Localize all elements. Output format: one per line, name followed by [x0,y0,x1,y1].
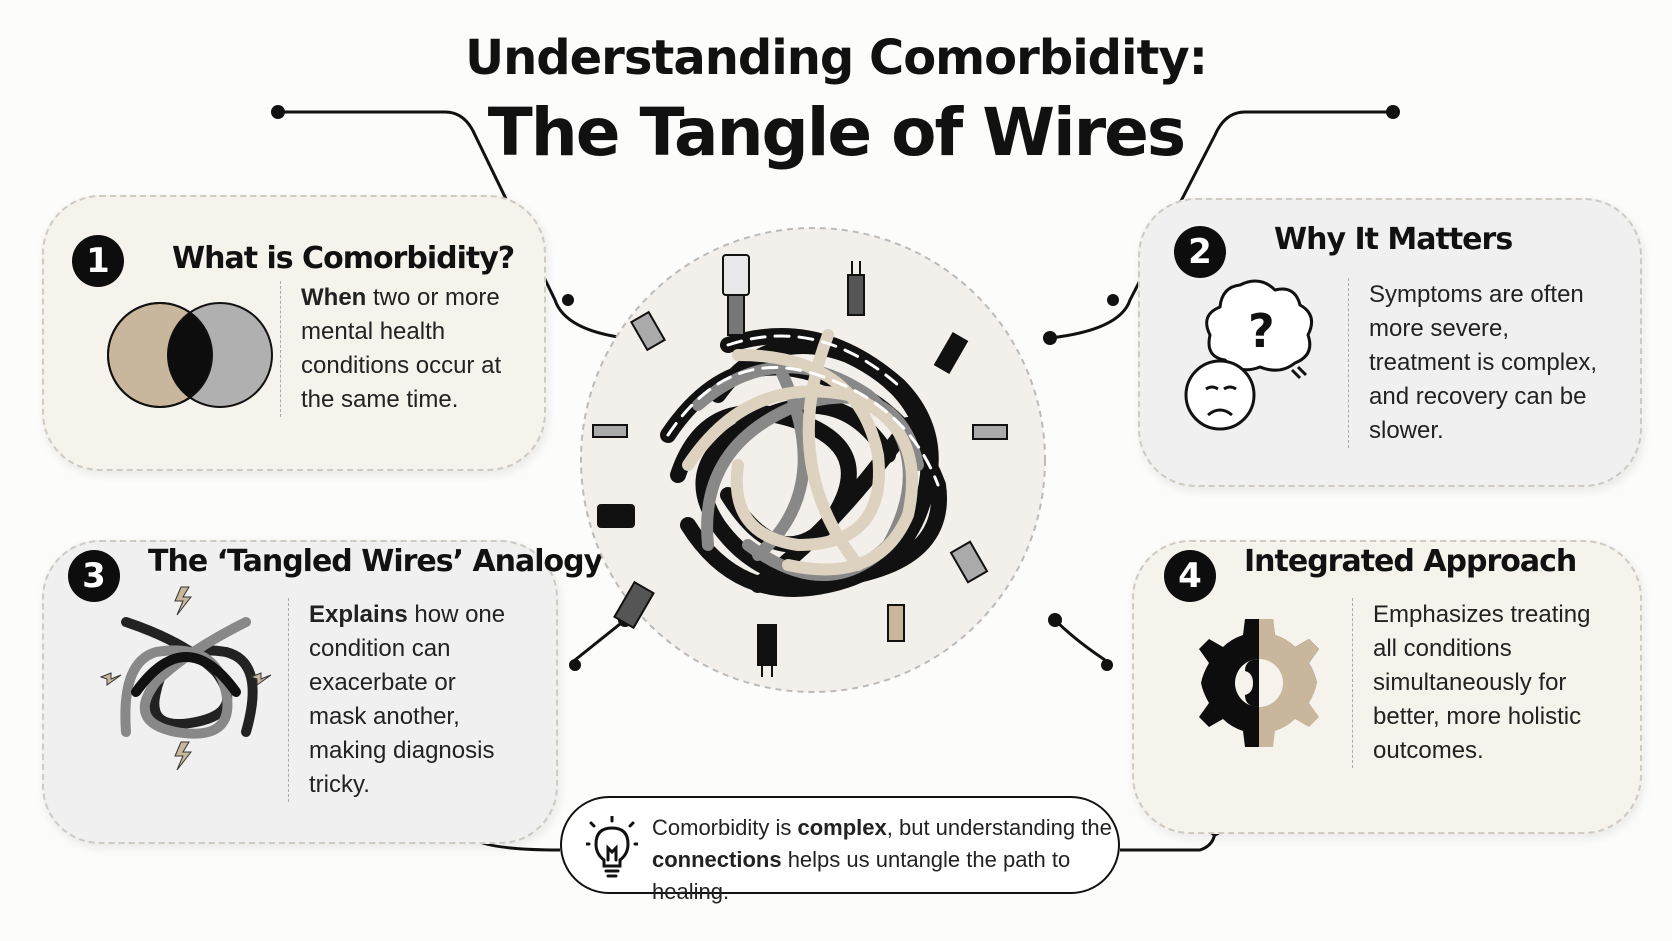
title-line-2: The Tangle of Wires [487,94,1186,171]
body-bold: Explains [309,601,408,628]
body-text: two or more mental health conditions occ… [301,284,502,413]
card-title: The ‘Tangled Wires’ Analogy [148,544,603,579]
confused-brain-sad-face-icon: ? [1184,279,1314,431]
body-text: Symptoms are often more severe, treatmen… [1369,281,1598,444]
summary-bold-1: complex [797,815,887,840]
card-body: Emphasizes treating all conditions simul… [1352,598,1602,768]
card-number-badge: 3 [68,550,120,602]
card-tangled-wires-analogy: 3 The ‘Tangled Wires’ Analogy Explains h… [42,540,603,844]
lightbulb-icon [586,816,638,878]
card-integrated-approach: 4 Integrated Approach Emphasizes treatin… [1132,540,1642,834]
title-line-1: Understanding Comorbidity: [465,30,1208,86]
card-number-badge: 1 [72,235,124,287]
knotted-wires-icon [99,586,272,771]
card-title: What is Comorbidity? [172,241,515,276]
card-what-is-comorbidity: 1 What is Comorbidity? When two or more … [42,195,546,471]
summary-text: Comorbidity is complex, but understandin… [652,812,1112,908]
card-number-badge: 4 [1164,550,1216,602]
card-title: Integrated Approach [1244,544,1577,579]
gear-puzzle-icon [1199,619,1319,747]
tangled-cables-illustration [580,227,1046,693]
svg-text:?: ? [1248,304,1275,358]
card-body: When two or more mental health condition… [280,281,510,417]
summary-part-1: Comorbidity is [652,815,798,840]
summary-part-3: helps us untangle the path to healing. [652,847,1071,904]
body-bold: When [301,284,367,311]
body-text: how one condition can exacerbate or mask… [309,601,506,798]
card-body: Symptoms are often more severe, treatmen… [1348,278,1608,448]
card-title: Why It Matters [1274,222,1513,257]
summary-bold-2: connections [652,847,782,872]
card-why-it-matters: 2 Why It Matters ? Symptoms are often mo… [1138,198,1642,487]
card-number-badge: 2 [1174,226,1226,278]
venn-diagram-icon [107,302,273,408]
summary-part-2: , but understanding the [886,815,1112,840]
body-text: Emphasizes treating all conditions simul… [1373,601,1591,764]
summary-callout: Comorbidity is complex, but understandin… [560,796,1120,904]
card-body: Explains how one condition can exacerbat… [288,598,518,802]
